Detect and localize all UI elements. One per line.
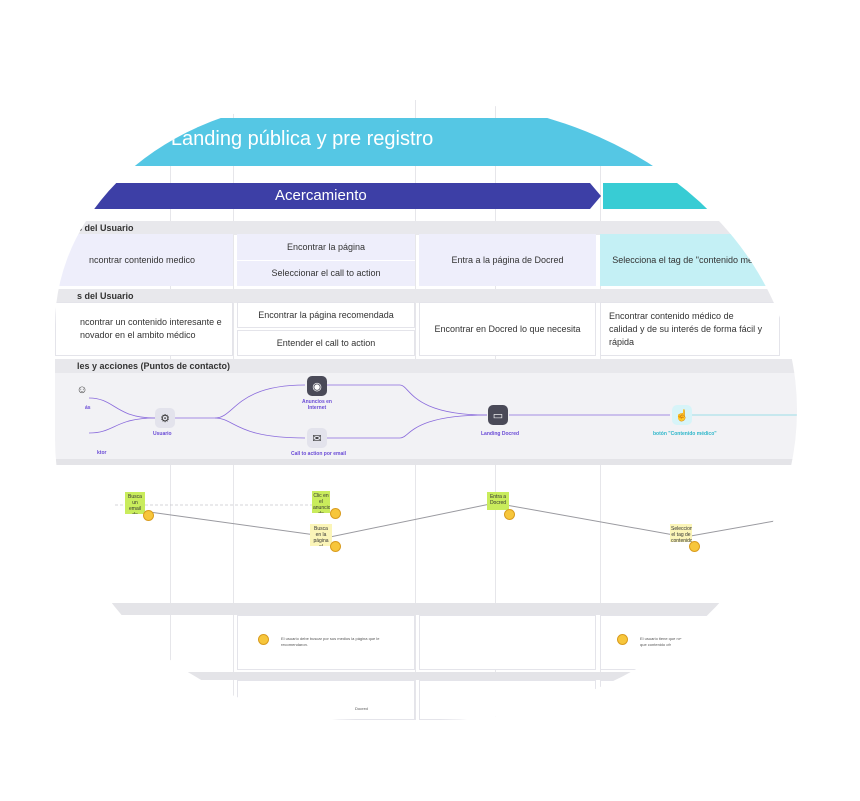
stage-bar-next (603, 183, 797, 209)
sticky-note: Entra a Docred (487, 492, 509, 510)
sticky-note: Busca un email de Docred (125, 492, 145, 514)
pain-cell (600, 615, 790, 670)
row-divider (55, 459, 797, 465)
goal-cell: Encontrar la página recomendada (237, 302, 415, 328)
email-action-icon: ✉ (307, 428, 327, 448)
board-title: nap Landing pública y pre registro (132, 128, 434, 150)
footer-cell (237, 680, 415, 720)
stage-label: Acercamiento (275, 187, 367, 204)
touchpoint-label: ktor (97, 450, 107, 456)
smiley-icon (330, 541, 341, 552)
title-band (55, 118, 797, 166)
pain-point-text: El usuario tiene que navegar para encont… (640, 636, 719, 647)
smiley-icon (504, 509, 515, 520)
pointer-click-icon: ☝ (672, 405, 692, 425)
footer-cell (419, 680, 596, 720)
need-cell: Encontrar la página (237, 234, 415, 260)
row-divider (55, 672, 797, 680)
pain-point-text: El usuario debe buscar por sus medios la… (281, 636, 380, 647)
footer-cell (600, 680, 790, 720)
smiley-icon (617, 634, 628, 645)
journey-map-lens: nap Landing pública y pre registro Acerc… (55, 100, 797, 720)
monitor-icon: ▭ (488, 405, 508, 425)
smiley-icon (143, 510, 154, 521)
stage-arrow (590, 183, 601, 209)
goal-cell: Encontrar en Docred lo que necesita (419, 302, 596, 356)
need-cell: ncontrar contenido medico (55, 234, 233, 286)
touchpoint-connectors (88, 384, 797, 439)
need-cell: Selecciona el tag de "contenido médico" (600, 234, 785, 286)
touchpoint-label: Anuncios en Internet (301, 399, 332, 411)
user-cog-icon: ⚙ (155, 408, 175, 428)
sticky-note: Busca en la página el contenido (310, 524, 332, 546)
smiley-icon (689, 541, 700, 552)
touchpoint-label: ás (85, 405, 91, 411)
goal-cell: Entender el call to action (237, 330, 415, 356)
footer-text: Docred (355, 706, 368, 711)
touchpoint-label: Landing Docred (481, 431, 520, 437)
footer-text: Docred ofr Unicr (605, 688, 624, 699)
pain-cell (419, 615, 596, 670)
need-cell: Seleccionar el call to action (237, 261, 415, 286)
stage-bar-acercamiento (55, 183, 590, 209)
sticky-note: Selecciona el tag de contenido (670, 524, 692, 542)
sticky-note: Clic en el anuncio de Docred (312, 491, 330, 513)
need-cell: Entra a la página de Docred (419, 234, 596, 286)
goal-cell: Encontrar contenido médico de calidad y … (600, 302, 780, 356)
row-divider (55, 603, 797, 615)
touchpoint-label: botón "Contenido médico" (653, 431, 717, 437)
smiley-icon (258, 634, 269, 645)
touchpoint-label: Call to action por email (291, 451, 347, 457)
goals-section-header: s del Usuario (55, 289, 797, 303)
touchpoint-label: Usuario (153, 431, 172, 437)
goal-cell: ncontrar un contenido interesante e nova… (55, 302, 233, 356)
channels-section-header: les y acciones (Puntos de contacto) (55, 359, 797, 373)
head-icon: ☺ (76, 384, 88, 396)
smiley-icon (330, 508, 341, 519)
needs-section-header: s del Usuario (55, 221, 797, 235)
internet-ads-icon: ◉ (307, 376, 327, 396)
journey-board: nap Landing pública y pre registro Acerc… (55, 100, 797, 720)
